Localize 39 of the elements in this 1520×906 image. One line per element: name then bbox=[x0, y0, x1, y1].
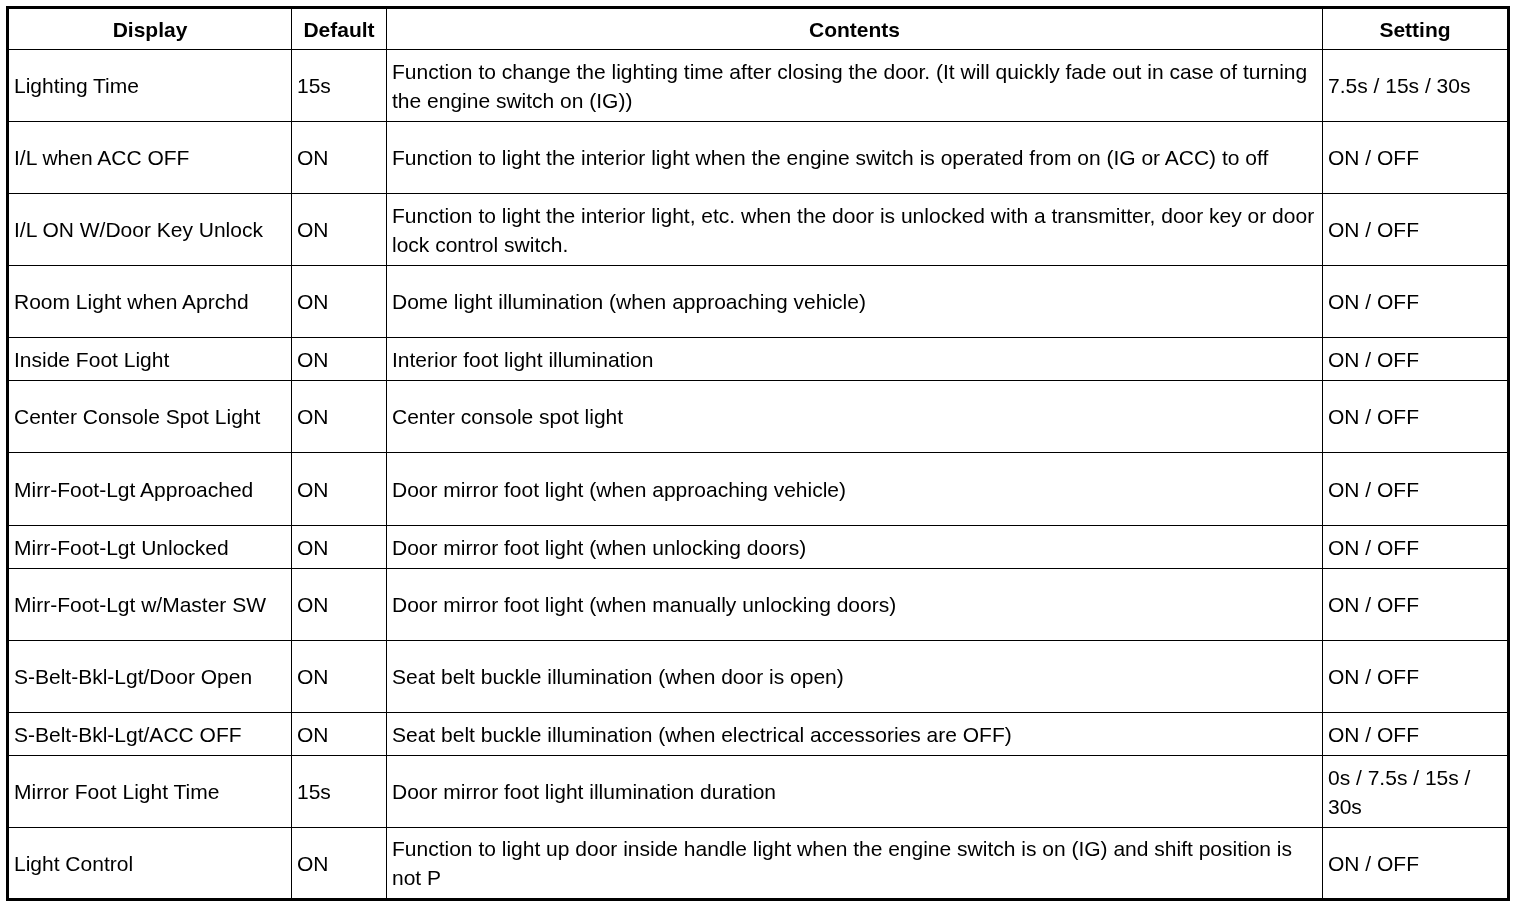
table-cell: Mirr-Foot-Lgt Approached bbox=[7, 452, 292, 526]
table-cell: Lighting Time bbox=[7, 49, 292, 122]
table-cell: ON bbox=[291, 193, 387, 266]
table-cell: Mirr-Foot-Lgt Unlocked bbox=[7, 525, 292, 569]
table-cell: ON bbox=[291, 121, 387, 194]
table-cell: 15s bbox=[291, 49, 387, 122]
table-cell: Door mirror foot light (when approaching vehicle) bbox=[386, 452, 1323, 526]
table-cell: S-Belt-Bkl-Lgt/Door Open bbox=[7, 640, 292, 713]
column-header: Contents bbox=[386, 7, 1323, 50]
table-cell: Door mirror foot light illumination duration bbox=[386, 755, 1323, 828]
table-cell: Inside Foot Light bbox=[7, 337, 292, 381]
table-cell: Center Console Spot Light bbox=[7, 380, 292, 453]
table-cell: Seat belt buckle illumination (when electrical accessories are OFF) bbox=[386, 712, 1323, 756]
column-header: Default bbox=[291, 7, 387, 50]
table-cell: Function to change the lighting time after closing the door. (It will quickly fade out in case of turning the engine switch on (IG)) bbox=[386, 49, 1323, 122]
table-cell: ON bbox=[291, 452, 387, 526]
column-header: Display bbox=[7, 7, 292, 50]
table-cell: Seat belt buckle illumination (when door is open) bbox=[386, 640, 1323, 713]
table-cell: Door mirror foot light (when manually unlocking doors) bbox=[386, 568, 1323, 641]
table-cell: I/L ON W/Door Key Unlock bbox=[7, 193, 292, 266]
table-cell: ON bbox=[291, 525, 387, 569]
table-cell: ON bbox=[291, 265, 387, 338]
table-cell: Mirr-Foot-Lgt w/Master SW bbox=[7, 568, 292, 641]
table-cell: Door mirror foot light (when unlocking doors) bbox=[386, 525, 1323, 569]
table-cell: 15s bbox=[291, 755, 387, 828]
table-cell: ON bbox=[291, 337, 387, 381]
table-cell: ON bbox=[291, 712, 387, 756]
table-cell: I/L when ACC OFF bbox=[7, 121, 292, 194]
table-cell: Interior foot light illumination bbox=[386, 337, 1323, 381]
table-cell: ON bbox=[291, 640, 387, 713]
table-cell: Center console spot light bbox=[386, 380, 1323, 453]
table-cell: Mirror Foot Light Time bbox=[7, 755, 292, 828]
table-cell: Dome light illumination (when approaching vehicle) bbox=[386, 265, 1323, 338]
table-cell: Function to light the interior light, etc. when the door is unlocked with a transmitter, door key or door lock control switch. bbox=[386, 193, 1323, 266]
table-cell: ON bbox=[291, 380, 387, 453]
table-cell: ON bbox=[291, 568, 387, 641]
table-cell: Room Light when Aprchd bbox=[7, 265, 292, 338]
table-cell: S-Belt-Bkl-Lgt/ACC OFF bbox=[7, 712, 292, 756]
table-cell: Function to light the interior light when the engine switch is operated from on (IG or ACC) to off bbox=[386, 121, 1323, 194]
